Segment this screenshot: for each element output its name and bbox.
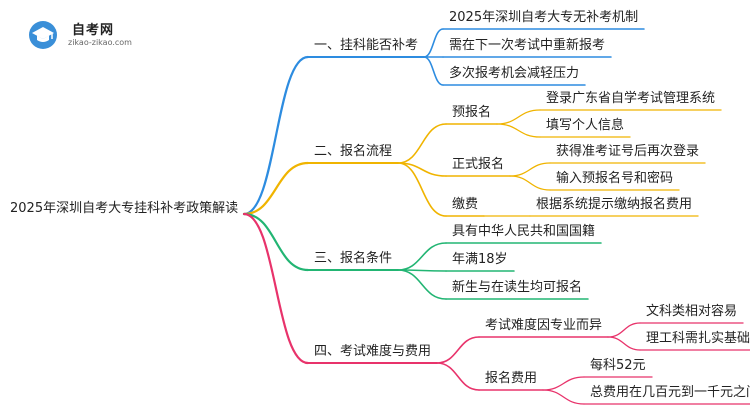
graduation-cap-icon xyxy=(29,21,57,49)
root-node[interactable]: 2025年深圳自考大专挂科补考政策解读 xyxy=(10,201,239,216)
connector-curve xyxy=(607,336,641,351)
leaf-node[interactable]: 多次报考机会减轻压力 xyxy=(449,66,580,81)
sub-branch-node[interactable]: 缴费 xyxy=(452,197,479,212)
connector-curve xyxy=(607,322,641,338)
connector-curve xyxy=(436,336,480,364)
connector-curve xyxy=(397,123,447,164)
connector-curve xyxy=(242,212,310,272)
branch-node-4[interactable]: 四、考试难度与费用 xyxy=(314,344,432,359)
leaf-node[interactable]: 文科类相对容易 xyxy=(646,304,738,319)
connector-curve xyxy=(397,162,447,217)
connector-curve xyxy=(242,161,310,216)
leaf-node[interactable]: 总费用在几百元到一千元之间 xyxy=(590,385,750,400)
leaf-node[interactable]: 年满18岁 xyxy=(452,252,508,267)
sub-branch-node[interactable]: 正式报名 xyxy=(452,157,505,172)
connector-curve xyxy=(496,123,541,138)
connector-curve xyxy=(397,269,447,300)
connector-curve xyxy=(509,162,551,177)
connector-curve xyxy=(436,362,480,391)
leaf-node[interactable]: 理工科需扎实基础 xyxy=(646,331,750,346)
leaf-node[interactable]: 输入预报名号和密码 xyxy=(556,171,674,186)
sub-branch-node[interactable]: 预报名 xyxy=(452,105,492,120)
leaf-node[interactable]: 每科52元 xyxy=(590,358,646,373)
leaf-node[interactable]: 新生与在读生均可报名 xyxy=(452,280,583,295)
leaf-node[interactable]: 获得准考证号后再次登录 xyxy=(556,144,700,159)
sub-branch-node[interactable]: 考试难度因专业而异 xyxy=(485,318,603,333)
connector-curve xyxy=(397,242,447,271)
logo-url: zikao-zikao.com xyxy=(68,38,132,47)
connector-curve xyxy=(242,55,310,216)
leaf-node[interactable]: 填写个人信息 xyxy=(546,118,625,133)
leaf-node[interactable]: 登录广东省自学考试管理系统 xyxy=(546,91,716,106)
connector-curve xyxy=(423,56,444,86)
connector-curve xyxy=(242,212,310,365)
leaf-node[interactable]: 具有中华人民共和国国籍 xyxy=(452,224,596,239)
sub-branch-node[interactable]: 报名费用 xyxy=(485,371,538,386)
leaf-node[interactable]: 需在下一次考试中重新报考 xyxy=(449,38,606,53)
leaf-node[interactable]: 根据系统提示缴纳报名费用 xyxy=(536,197,693,212)
connector-curve xyxy=(542,389,585,405)
connector-curve xyxy=(509,175,551,191)
branch-node-1[interactable]: 一、挂科能否补考 xyxy=(314,38,419,53)
branch-node-3[interactable]: 三、报名条件 xyxy=(314,251,393,266)
leaf-node[interactable]: 2025年深圳自考大专无补考机制 xyxy=(449,10,639,25)
branch-node-2[interactable]: 二、报名流程 xyxy=(314,144,393,159)
connector-curve xyxy=(542,376,585,391)
connector-curve xyxy=(423,28,444,58)
connector-curve xyxy=(496,109,541,125)
site-logo[interactable]: 自考网 zikao-zikao.com xyxy=(28,18,146,52)
logo-title: 自考网 xyxy=(72,23,115,38)
